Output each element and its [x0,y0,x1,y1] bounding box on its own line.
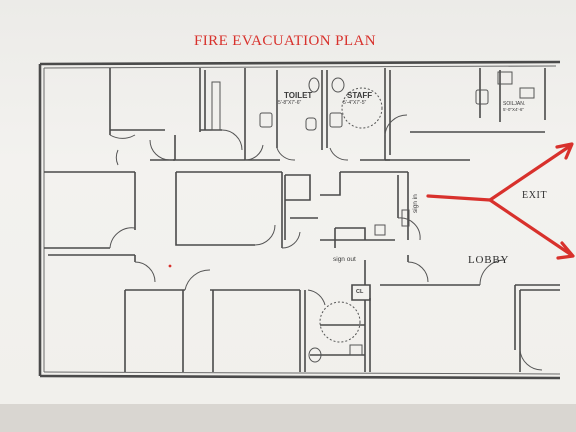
closet-label: CL [356,289,364,295]
arrowhead-upper-icon [555,142,574,160]
route-line-main [426,194,492,202]
arrowhead-lower-icon [556,241,575,260]
interior-walls [44,68,560,372]
fixtures [211,71,535,363]
evacuation-route [426,144,572,256]
staff-label: STAFF [347,91,373,100]
janitor-label: SOILJAN. [503,101,526,107]
plan-title: FIRE EVACUATION PLAN [194,33,376,49]
route-line-upper [488,144,572,202]
sign-out-label: sign out [333,256,356,263]
toilet-label: TOILET [284,91,313,100]
exit-label: EXIT [522,190,548,201]
wall-texture [43,65,561,375]
sign-in-label: sign in [412,194,419,213]
outer-walls [38,60,561,380]
evacuation-arrowheads [555,142,575,260]
janitor-dimensions: 5'-0"X4'-6" [503,107,524,112]
lobby-label: LOBBY [468,254,510,266]
route-line-lower [488,198,572,256]
route-mark [168,264,172,268]
door-swings [109,114,543,371]
staff-dimensions: 5'-4"X7'-5" [343,100,367,106]
toilet-dimensions: 5'-8"X7'-6" [278,100,302,106]
